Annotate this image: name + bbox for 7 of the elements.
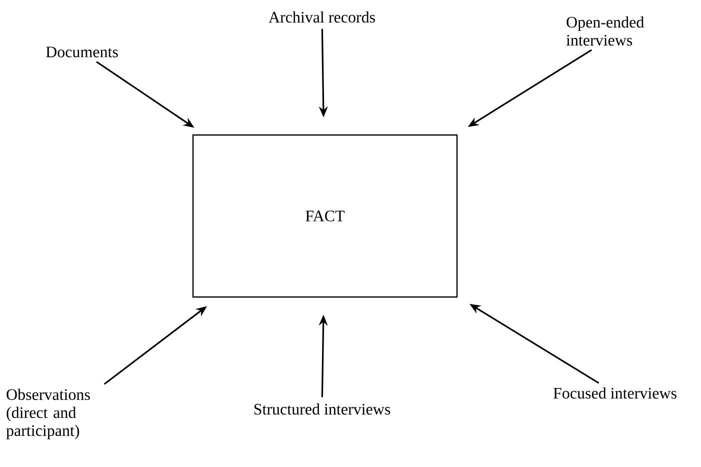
source-label: Documents	[46, 46, 118, 58]
source-label: Focused interviews	[553, 387, 676, 399]
source-label: Structured interviews	[254, 403, 390, 415]
source-label: Open-ended interviews	[566, 16, 644, 46]
fact-box: FACT	[192, 134, 458, 298]
source-label: Archival records	[268, 11, 375, 23]
source-label: Observations (direct and participant)	[6, 388, 90, 440]
